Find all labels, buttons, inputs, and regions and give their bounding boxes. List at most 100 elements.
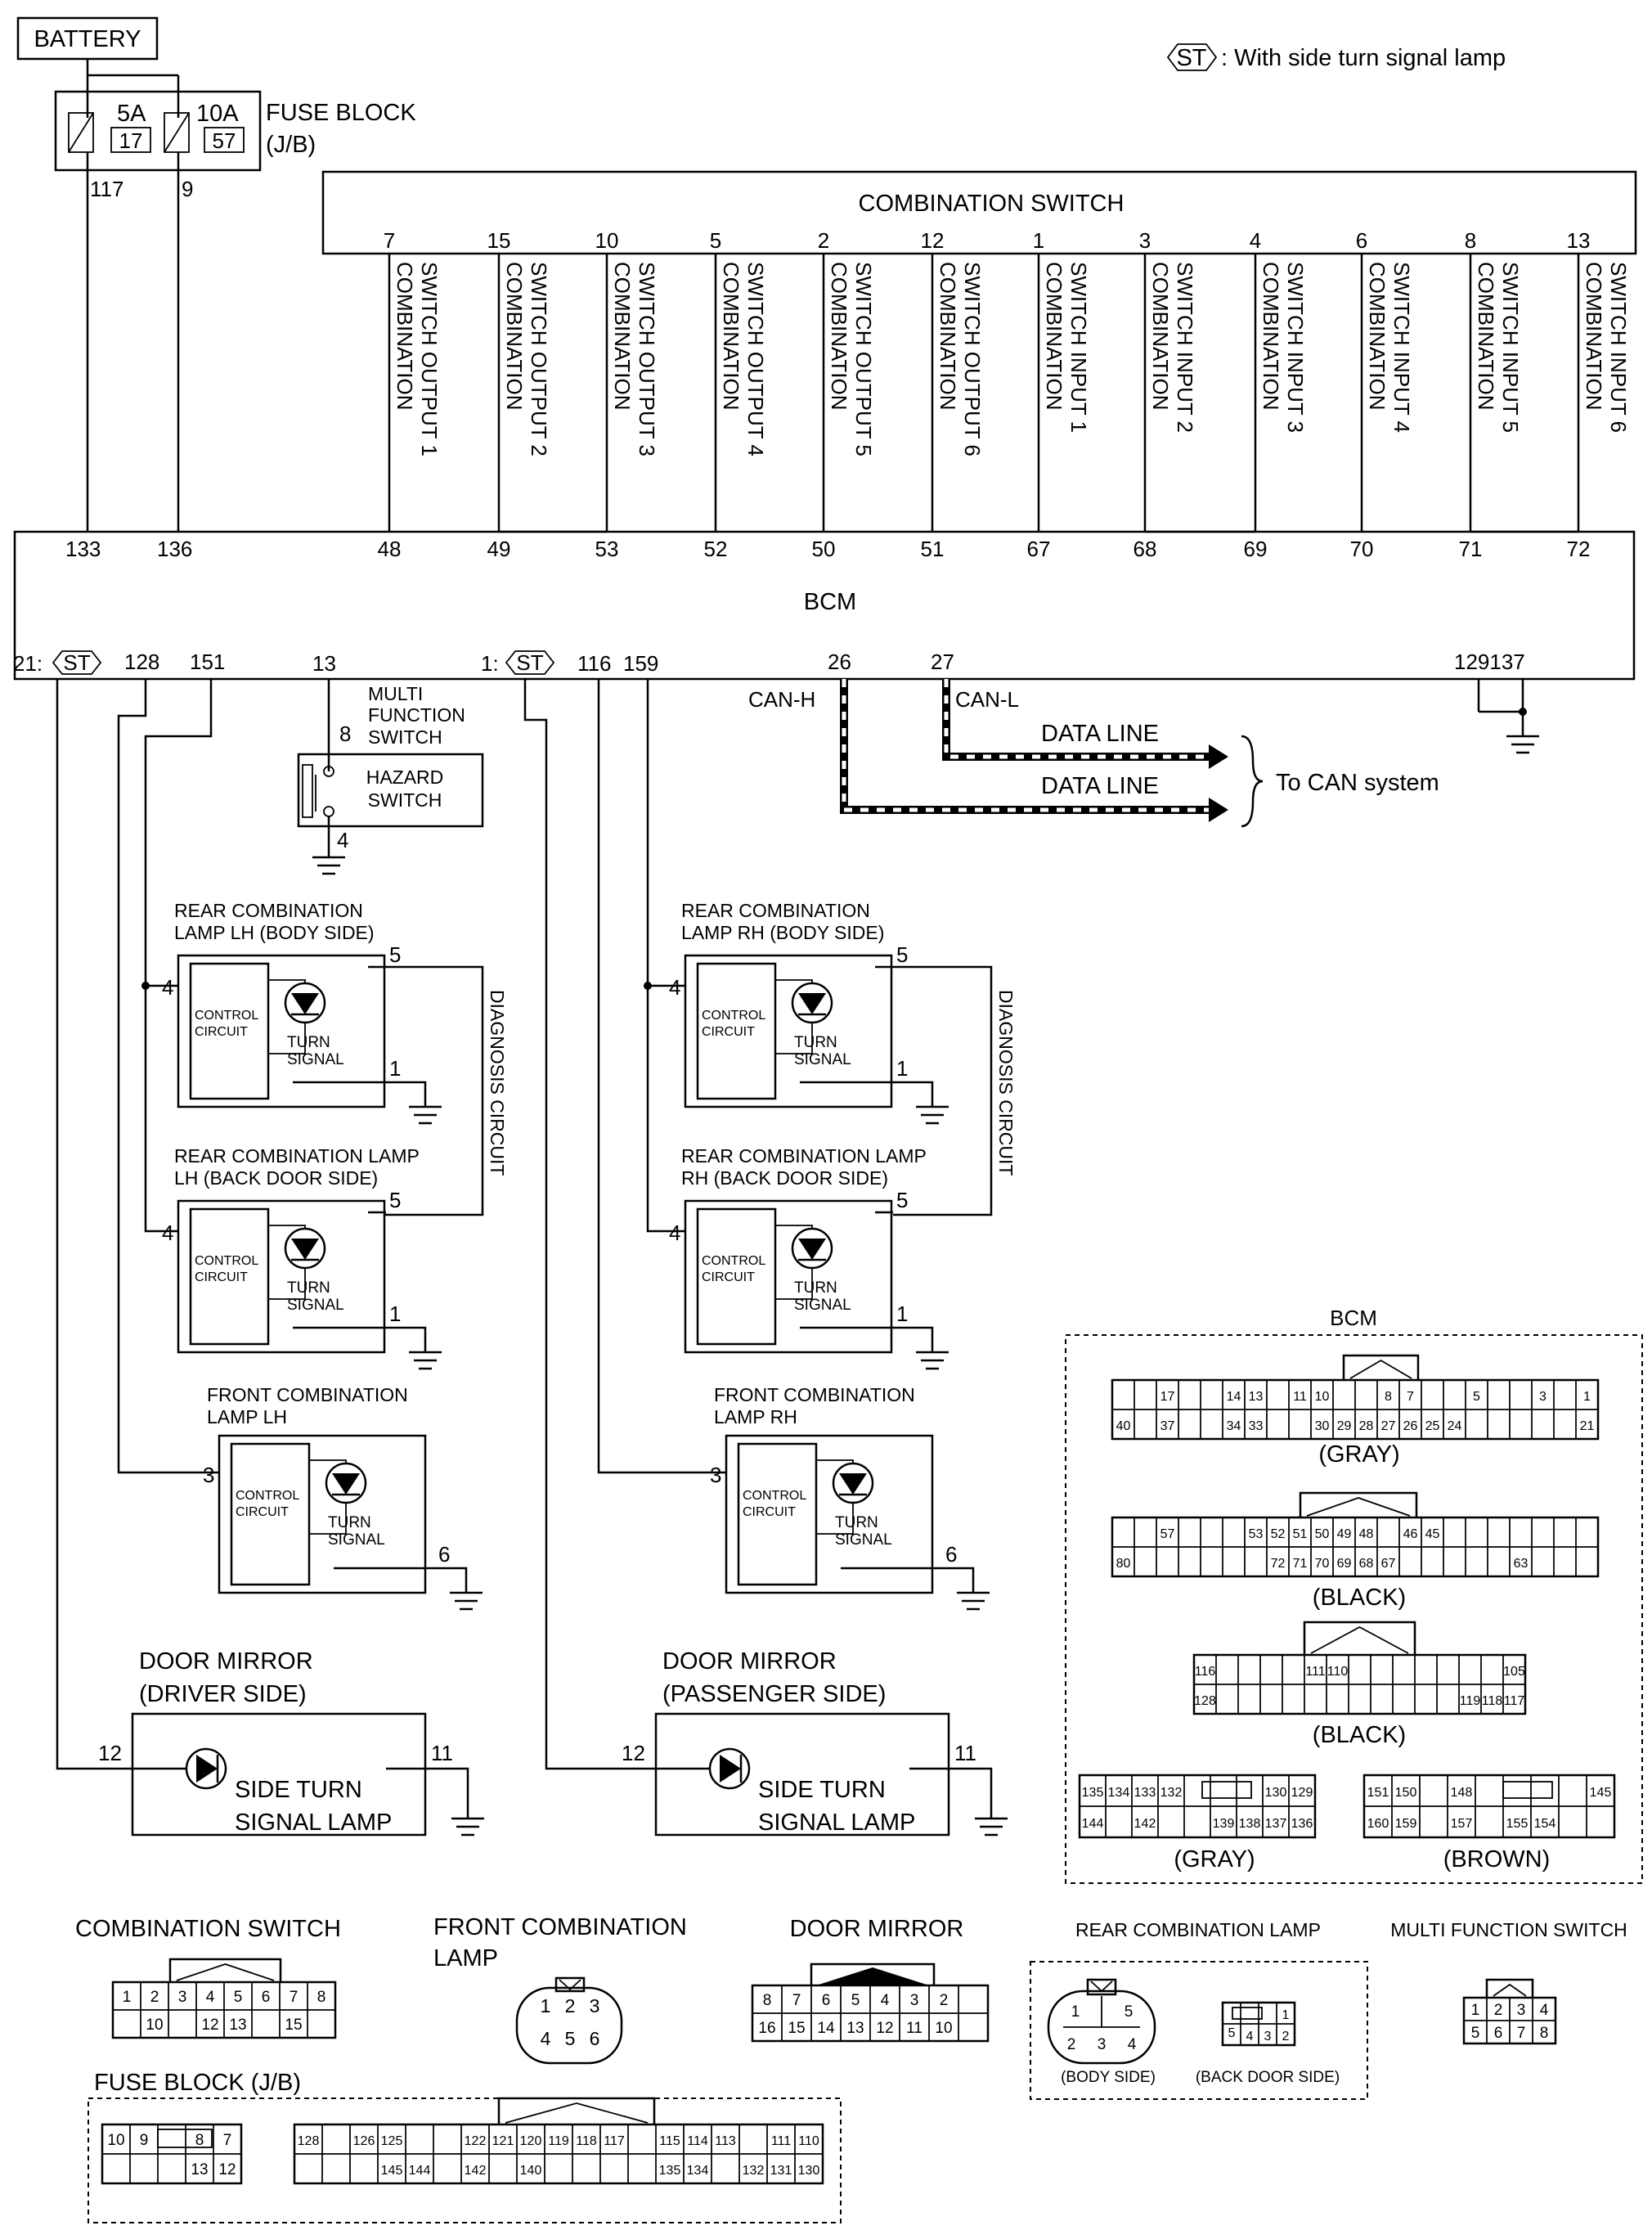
connector-pin: 15: [788, 2020, 805, 2037]
hazard-switch-label-2: SWITCH: [368, 789, 442, 811]
connector-pin: 136: [1291, 1817, 1313, 1831]
bcm-pin-151: 151: [190, 650, 225, 674]
connector-pin: 128: [298, 2134, 320, 2148]
comb-sw-signal-func: SWITCH INPUT 4: [1389, 262, 1414, 433]
connector-pin: 113: [715, 2134, 736, 2148]
connector-pin: 134: [1108, 1786, 1130, 1800]
connector-pin: 157: [1451, 1817, 1473, 1831]
battery: BATTERY: [16, 16, 180, 118]
data-line-label-1: DATA LINE: [1041, 721, 1159, 747]
mirror-title: (PASSENGER SIDE): [662, 1681, 886, 1707]
connector-pin: 151: [1367, 1786, 1389, 1800]
bcm-pin-13: 13: [312, 651, 336, 676]
connector-pin: 132: [743, 2164, 765, 2178]
mirror-title: DOOR MIRROR: [139, 1648, 313, 1675]
connector-pin: 145: [1590, 1786, 1612, 1800]
lamp-title: REAR COMBINATION LAMP: [174, 1145, 420, 1167]
comb-sw-signal-name: COMBINATION: [1365, 262, 1389, 411]
connector-pin: 1: [1282, 2008, 1290, 2022]
battery-label: BATTERY: [34, 26, 141, 52]
control-circuit-label: CONTROL: [236, 1489, 299, 1503]
connector-pin: 135: [659, 2164, 681, 2178]
comb-sw-pin: 3: [1139, 228, 1151, 253]
connector-pin: 1: [1071, 2003, 1080, 2021]
legend: ST : With side turn signal lamp: [1166, 43, 1506, 71]
turn-signal-label: SIGNAL: [287, 1297, 344, 1314]
connector-pin: 10: [107, 2132, 124, 2149]
connector-pin: 4: [1128, 2036, 1137, 2053]
connector-pin: 117: [1504, 1694, 1525, 1708]
connector-pin: 155: [1506, 1817, 1529, 1831]
connector-pin: 40: [1116, 1419, 1131, 1433]
connector-pin: 138: [1239, 1817, 1261, 1831]
mfs-pin-4: 4: [337, 828, 348, 852]
lamp-pin-diag: 5: [389, 942, 401, 967]
mirror-lamp-label: SIGNAL LAMP: [758, 1810, 915, 1836]
fuse-1-amps: 5A: [117, 101, 146, 127]
fuse-2-pin: 9: [182, 177, 193, 201]
connector-pin: 12: [876, 2020, 893, 2037]
connector-pin: 110: [1327, 1665, 1349, 1679]
connector-pin: 14: [817, 2020, 835, 2037]
connector-pin: 142: [1134, 1817, 1156, 1831]
comb-sw-signal-name: COMBINATION: [1148, 262, 1173, 411]
connector-pin: 3: [178, 1989, 187, 2006]
comb-sw-signal-func: SWITCH OUTPUT 6: [960, 262, 985, 456]
comb-sw-signal-name: COMBINATION: [1582, 262, 1606, 411]
connector-pin: 52: [1271, 1527, 1286, 1541]
comb-sw-pin: 2: [818, 228, 829, 253]
connector-pin: 51: [1293, 1527, 1308, 1541]
connector-pin: 21: [1580, 1419, 1595, 1433]
mirror-pin-in: 12: [98, 1741, 122, 1765]
lamp-title: RH (BACK DOOR SIDE): [681, 1167, 888, 1189]
lamp-title: LAMP LH (BODY SIDE): [174, 922, 375, 943]
connector-pin: 2: [940, 1992, 949, 2009]
st-badge-lh: ST: [63, 650, 90, 675]
connector-pin: 6: [590, 2028, 600, 2049]
bcm-pin-116: 116: [577, 651, 611, 676]
connector-pin: 131: [770, 2164, 792, 2178]
comb-sw-signal-name: COMBINATION: [502, 262, 527, 411]
rear-lamp-back-door-side: (BACK DOOR SIDE): [1196, 2069, 1340, 2086]
connector-pin: 129: [1291, 1786, 1313, 1800]
fuse-block-title: FUSE BLOCK: [266, 100, 416, 126]
connector-pin: 150: [1395, 1786, 1417, 1800]
control-circuit-label: CONTROL: [195, 1254, 258, 1268]
comb-sw-signal-name: COMBINATION: [1474, 262, 1498, 411]
connector-pin: 7: [290, 1989, 299, 2006]
connector-pin: 2: [150, 1989, 159, 2006]
comb-sw-signal-func: SWITCH INPUT 1: [1066, 262, 1091, 433]
connector-pin: 3: [1098, 2036, 1107, 2053]
bcm-comb-pin: 48: [378, 537, 402, 561]
connector-pin: 8: [317, 1989, 326, 2006]
connector-pin: 121: [492, 2134, 514, 2148]
turn-signal-label: SIGNAL: [287, 1051, 344, 1068]
turn-signal-label: SIGNAL: [835, 1531, 892, 1549]
turn-signal-label: SIGNAL: [794, 1297, 851, 1314]
lamp-pin-gnd: 1: [896, 1056, 908, 1081]
connector-pin: 132: [1160, 1786, 1183, 1800]
connector-pin: 114: [687, 2134, 708, 2148]
connector-pin: 28: [1359, 1419, 1374, 1433]
bcm-comb-pin: 71: [1459, 537, 1483, 561]
connector-pin: 7: [792, 1992, 801, 2009]
lamp-pin-gnd: 1: [389, 1056, 401, 1081]
control-circuit-label: CIRCUIT: [195, 1270, 248, 1284]
connector-pin: 12: [218, 2161, 236, 2178]
connector-pin: 111: [1305, 1665, 1325, 1679]
connector-pin: 125: [381, 2134, 403, 2148]
comb-sw-pin: 6: [1356, 228, 1367, 253]
connector-pin: 4: [541, 2028, 551, 2049]
bcm-pin-1: 1:: [481, 651, 499, 676]
mfs-connector-title: MULTI FUNCTION SWITCH: [1390, 1919, 1627, 1940]
connector-pin: 27: [1381, 1419, 1396, 1433]
bcm-c5-color: (BROWN): [1443, 1846, 1550, 1873]
